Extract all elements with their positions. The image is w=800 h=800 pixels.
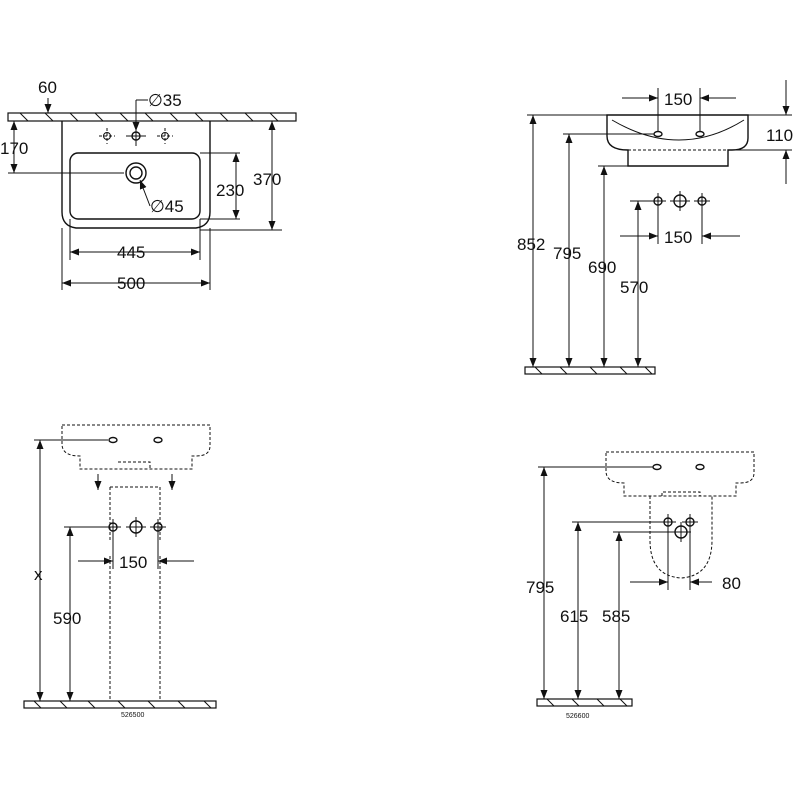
pedestal-dim-x: x — [34, 565, 43, 584]
side-dim-150-top: 150 — [664, 90, 692, 109]
semi-pedestal-shroud — [649, 496, 713, 579]
semi-dim-585: 585 — [602, 607, 630, 626]
side-dim-570: 570 — [620, 278, 648, 297]
semi-dim-795: 795 — [526, 578, 554, 597]
semi-dim-615: 615 — [560, 607, 588, 626]
side-dim-110: 110 — [766, 126, 793, 145]
drain-outlet — [125, 162, 147, 184]
side-view: 150 110 852 795 690 570 — [517, 80, 793, 375]
pedestal-column — [109, 486, 161, 700]
dim-370: 370 — [253, 170, 281, 189]
dim-445: 445 — [117, 243, 145, 262]
semi-pedestal-view: 795 615 585 80 526600 — [526, 451, 755, 720]
dim-diameter-35: ∅35 — [148, 91, 182, 110]
pedestal-floor — [23, 700, 217, 709]
plan-view: 60 ∅35 170 370 230 ∅45 445 500 — [0, 78, 297, 293]
pedestal-view: x 590 150 526500 — [23, 424, 217, 719]
tap-holes — [99, 126, 173, 146]
semi-dim-80: 80 — [722, 574, 741, 593]
dim-170: 170 — [0, 139, 28, 158]
wall-strip — [7, 112, 297, 122]
pedestal-dim-150: 150 — [119, 553, 147, 572]
side-dim-150-bottom: 150 — [664, 228, 692, 247]
side-dim-852: 852 — [517, 235, 545, 254]
semi-floor — [536, 698, 633, 707]
basin-bowl — [69, 152, 201, 220]
side-dim-690: 690 — [588, 258, 616, 277]
pedestal-dim-590: 590 — [53, 609, 81, 628]
pedestal-product-code: 526500 — [121, 712, 144, 719]
basin-outline — [61, 121, 211, 229]
pedestal-supply-fittings — [105, 517, 166, 537]
side-supply-fittings — [650, 191, 710, 211]
side-floor — [524, 366, 656, 375]
side-dim-795: 795 — [553, 244, 581, 263]
pedestal-basin-outline — [61, 424, 211, 470]
semi-supply-fittings — [660, 514, 698, 542]
dim-60: 60 — [38, 78, 57, 97]
semi-product-code: 526600 — [566, 713, 589, 720]
side-basin-outline — [606, 114, 749, 167]
dim-230: 230 — [216, 181, 244, 200]
dim-diameter-45: ∅45 — [150, 197, 184, 216]
dim-500: 500 — [117, 274, 145, 293]
semi-basin-outline — [605, 451, 755, 497]
